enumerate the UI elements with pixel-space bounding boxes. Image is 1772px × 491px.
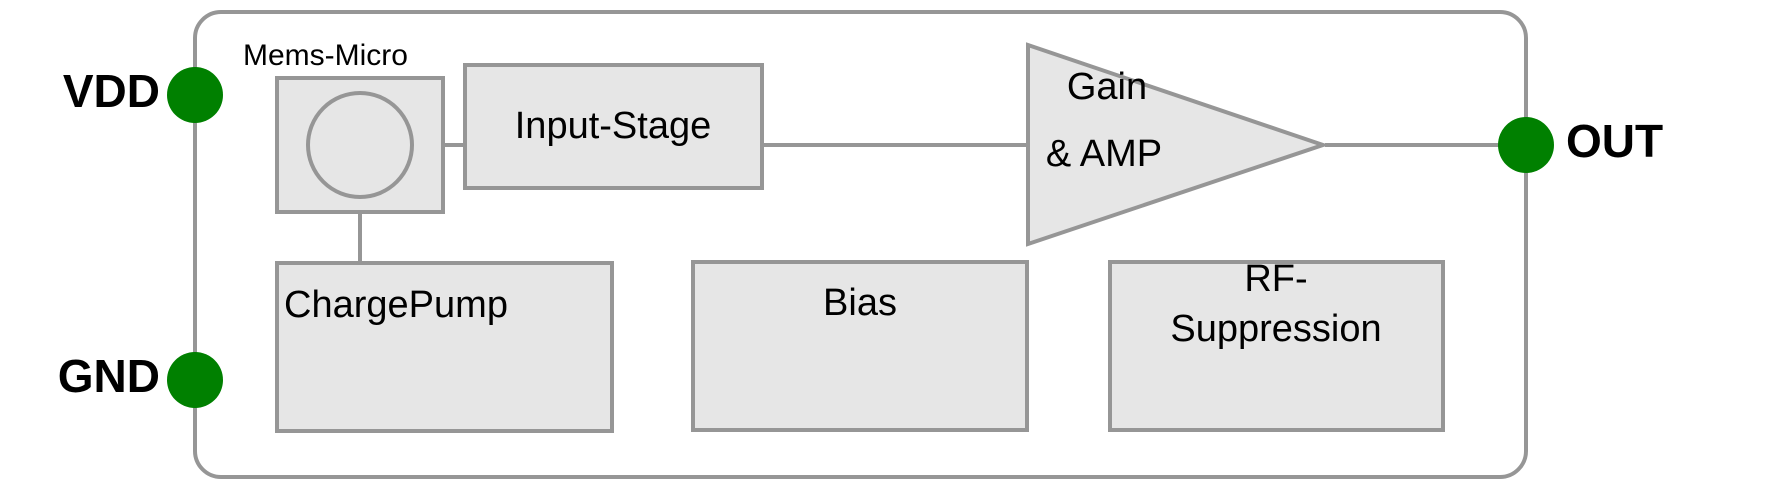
vdd-pad-icon[interactable] [167,67,223,123]
charge-pump-body [275,261,614,433]
rf-suppression-label-line1: RF- [1244,258,1307,300]
out-pad-icon[interactable] [1498,117,1554,173]
rf-suppression-body [1108,260,1445,432]
input-stage-label: Input-Stage [515,105,711,147]
microphone-membrane-icon [306,91,414,199]
package-boundary [193,10,1528,479]
pin-out[interactable]: OUT [1498,115,1663,173]
block-bias[interactable]: Bias [691,260,1029,432]
gain-amp-label-line2: & AMP [1046,133,1162,175]
pin-vdd[interactable]: VDD [63,65,223,123]
mems-micro-body [275,76,445,214]
gnd-pad-icon[interactable] [167,352,223,408]
block-input-stage[interactable]: Input-Stage [463,63,764,190]
block-gain-amp[interactable]: Gain & AMP [1026,42,1330,247]
bias-body [691,260,1029,432]
block-mems-micro[interactable]: Mems-Micro [243,39,445,214]
block-charge-pump[interactable]: ChargePump [275,261,614,433]
charge-pump-label: ChargePump [284,284,508,326]
pin-gnd[interactable]: GND [58,350,223,408]
vdd-label: VDD [63,65,160,117]
block-rf-suppression[interactable]: RF- Suppression [1108,258,1445,432]
out-label: OUT [1566,115,1663,167]
gain-amp-body [1026,42,1330,247]
gain-amp-label-line1: Gain [1067,66,1147,108]
input-stage-body [463,63,764,190]
rf-suppression-label-line2: Suppression [1170,308,1381,350]
bias-label: Bias [823,282,897,324]
mems-micro-label: Mems-Micro [243,39,408,72]
gnd-label: GND [58,350,160,402]
